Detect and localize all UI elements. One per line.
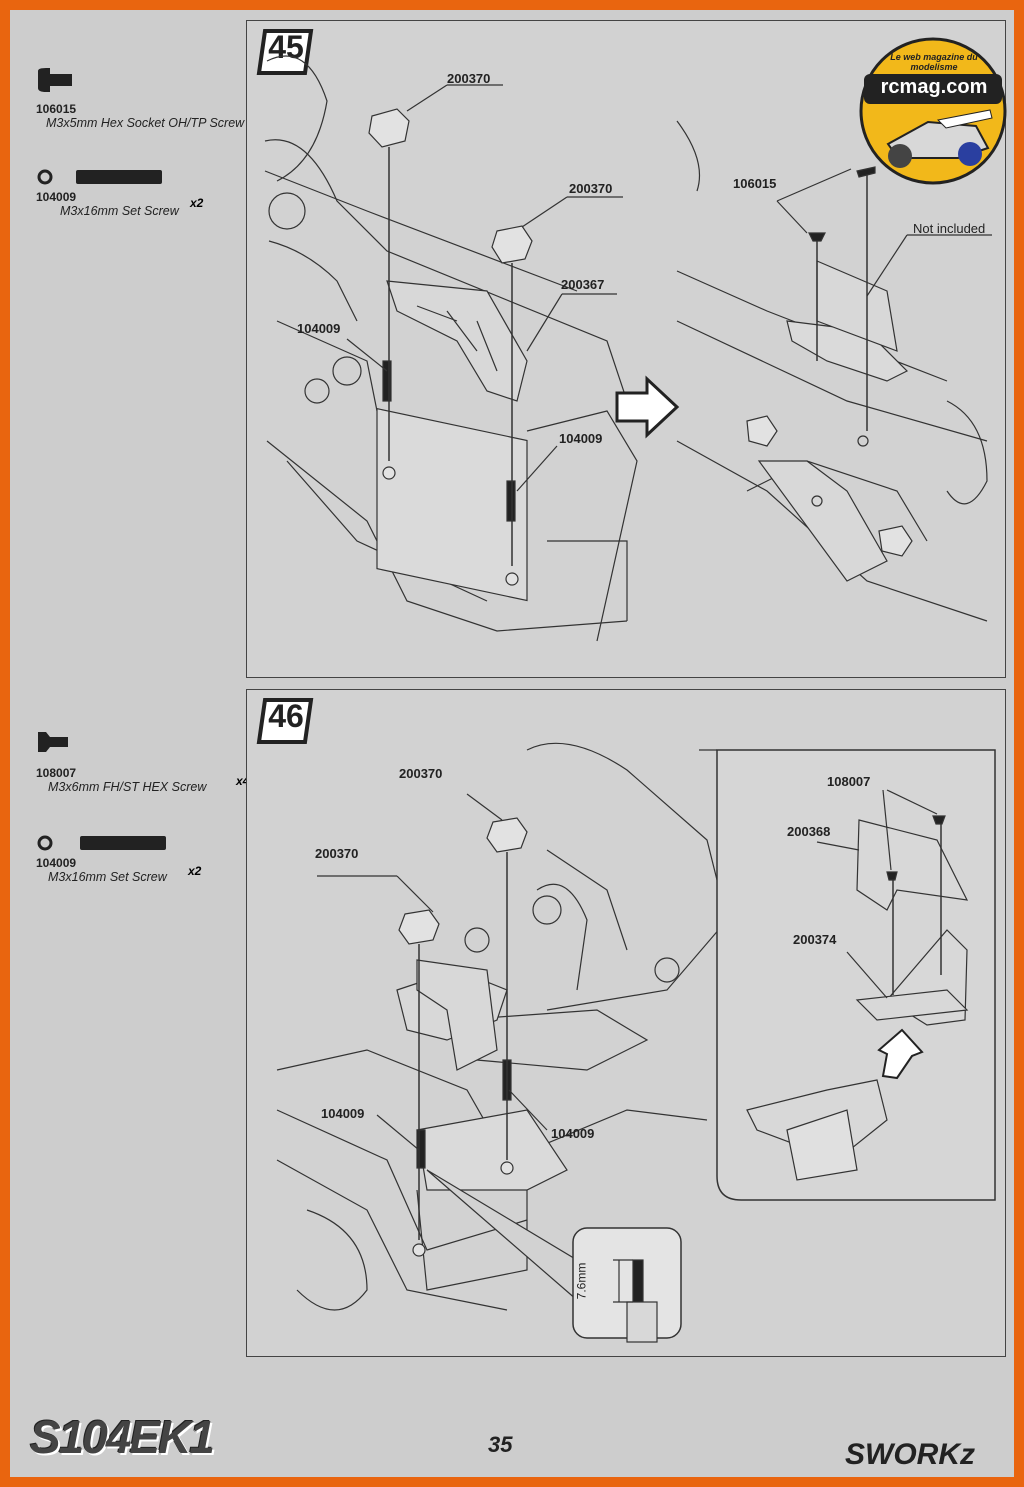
callout-106015: 106015 <box>733 176 777 191</box>
part-qty: x2 <box>188 864 202 878</box>
step-badge <box>256 29 314 75</box>
callout-104009: 104009 <box>297 321 341 336</box>
set-screw-icon <box>37 835 166 851</box>
rcmag-badge-icon <box>859 37 1007 185</box>
callout-200368: 200368 <box>787 824 831 839</box>
callout-200370: 200370 <box>315 846 359 861</box>
part-106015: 106015 M3x5mm Hex Socket OH/TP Screw <box>36 102 245 130</box>
manual-page: 106015 M3x5mm Hex Socket OH/TP Screw x2 … <box>10 10 1014 1477</box>
not-included-note: Not included <box>913 221 986 236</box>
part-108007: 108007 M3x6mm FH/ST HEX Screw <box>36 766 207 794</box>
set-screw-icon <box>37 169 162 185</box>
page-number: 35 <box>488 1432 513 1457</box>
rcmag-tagline: Le web magazine du modelisme <box>890 52 978 72</box>
rcmag-site: rcmag.com <box>880 76 988 98</box>
part-104009: 104009 M3x16mm Set Screw <box>36 190 179 218</box>
step46-drawing <box>276 742 996 1343</box>
step-badge <box>256 698 314 744</box>
callout-200370: 200370 <box>447 71 491 86</box>
callout-104009: 104009 <box>321 1106 365 1121</box>
step45-drawing <box>264 55 992 642</box>
measure-label: 7.6mm <box>574 1262 589 1300</box>
rcmag-logo: rcmag.com Le web magazine du modelisme <box>858 36 1008 186</box>
callout-200367: 200367 <box>561 277 605 292</box>
callout-200370: 200370 <box>399 766 443 781</box>
flat-head-screw-icon <box>38 732 68 752</box>
step-number: 46 <box>268 698 304 734</box>
model-logo: S104EK1 <box>30 1411 215 1463</box>
callout-104009: 104009 <box>559 431 603 446</box>
callout-200370: 200370 <box>569 181 613 196</box>
callout-104009: 104009 <box>551 1126 595 1141</box>
part-qty: x2 <box>190 196 204 210</box>
callout-108007: 108007 <box>827 774 871 789</box>
part-104009: 104009 M3x16mm Set Screw <box>36 856 167 884</box>
callout-200374: 200374 <box>793 932 837 947</box>
step46-panel: 46 <box>246 689 1006 1357</box>
brand-logo: SWORKz <box>845 1438 975 1471</box>
hex-socket-screw-icon <box>38 68 72 92</box>
